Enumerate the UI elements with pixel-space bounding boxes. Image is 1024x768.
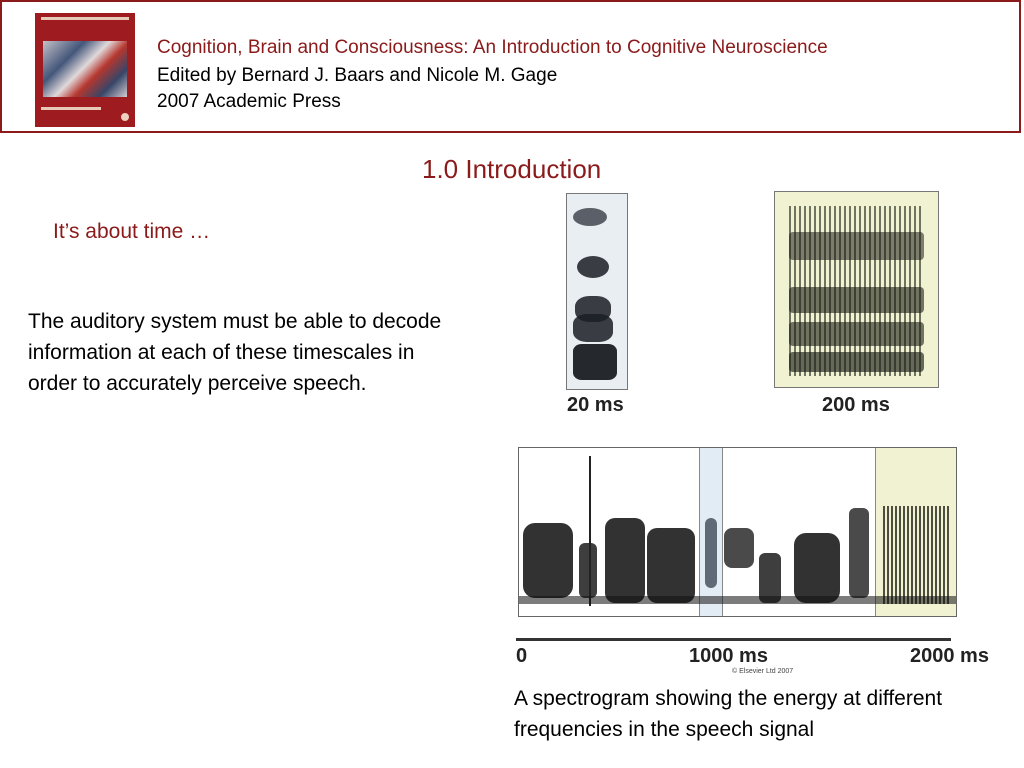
axis-tick-0: 0 (516, 645, 528, 667)
label-20ms: 20 ms (567, 394, 624, 416)
book-cover-image (35, 13, 135, 127)
figure-caption: A spectrogram showing the energy at diff… (514, 687, 943, 741)
reference-header: Cognition, Brain and Consciousness: An I… (0, 0, 1021, 133)
spectrogram-200ms (774, 191, 939, 388)
spectrogram-20ms (566, 193, 628, 390)
cover-author-strip (41, 107, 101, 110)
cover-title-strip (41, 17, 129, 20)
publisher-logo-icon (121, 113, 129, 121)
book-publisher: 2007 Academic Press (157, 91, 341, 112)
axis-tick-1000: 1000 ms (689, 645, 768, 667)
book-title: Cognition, Brain and Consciousness: An I… (157, 37, 828, 58)
book-editors: Edited by Bernard J. Baars and Nicole M.… (157, 65, 558, 86)
figure-copyright: © Elsevier Ltd 2007 (732, 668, 794, 675)
cover-artwork (43, 41, 127, 97)
spectrogram-full (518, 447, 957, 617)
axis-tick-2000: 2000 ms (910, 645, 989, 667)
time-axis (516, 638, 951, 641)
label-200ms: 200 ms (822, 394, 890, 416)
section-title: 1.0 Introduction (422, 154, 602, 184)
slide-body-text: The auditory system must be able to deco… (28, 310, 442, 395)
slide-subheading: It’s about time … (53, 220, 211, 243)
